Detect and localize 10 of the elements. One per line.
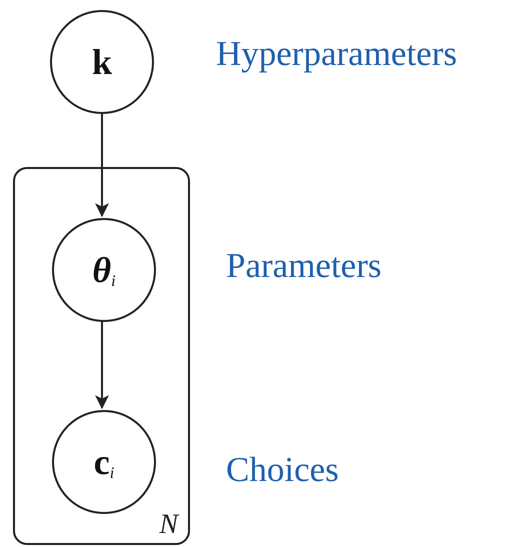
plate-box — [13, 167, 190, 545]
level-label: Hyperparameters — [216, 36, 457, 71]
arrow — [95, 320, 109, 410]
arrow — [95, 114, 109, 218]
level-label: Choices — [226, 452, 339, 487]
plate-count: N — [159, 511, 178, 539]
variable-symbol: θ$_{i}$ — [92, 252, 116, 288]
variable-symbol: c$_{i}$ — [94, 444, 114, 480]
level-label: Parameters — [226, 248, 382, 283]
variable-symbol: k — [92, 44, 112, 80]
